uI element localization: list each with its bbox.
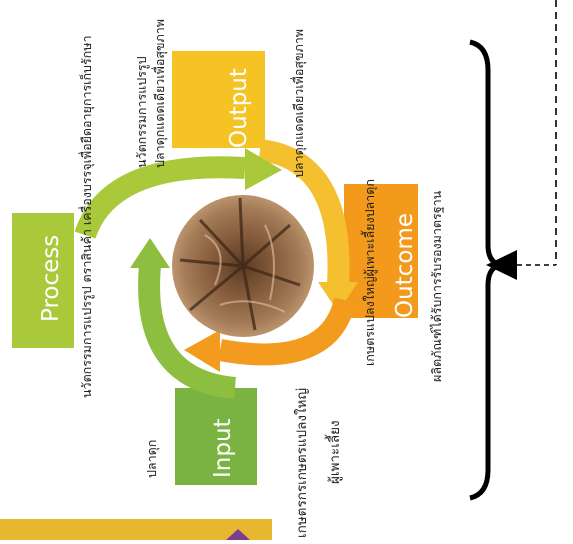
orange-arrowhead-icon: [184, 330, 220, 372]
band-shape: [0, 519, 272, 540]
brace-icon: [469, 39, 501, 501]
pointer-triangle-icon: [486, 250, 517, 280]
outcome-title: Outcome: [392, 213, 418, 318]
process-box: [12, 213, 74, 348]
input-box: [175, 388, 257, 485]
purple-triangle-icon: [226, 529, 250, 540]
output-title: Output: [226, 68, 252, 148]
green-arrow-body: [138, 264, 237, 399]
orange-arrow-body: [218, 297, 356, 366]
input-note-catfish: ปลาดุก: [144, 439, 159, 478]
input-note-farmers: เกษตรกรเกษตรแปลงใหญ่: [294, 388, 310, 538]
outcome-note-group: เกษตรแปลงใหญ่ผู้เพาะเลี้ยงปลาดุก: [362, 179, 377, 366]
outcome-note-standard: ผลิตภัณฑ์ได้รับการรับรองมาตรฐาน: [429, 190, 444, 382]
green-arrowhead-icon: [130, 238, 170, 268]
output-note-innovation: นวัตกรรมการแปรรูป: [134, 56, 149, 168]
output-box: [172, 51, 265, 148]
input-note-breeders: ผู้เพาะเลี้ยง: [327, 420, 343, 484]
olive-arrowhead-icon: [245, 148, 282, 190]
output-box-note: ปลาดุกแดดเดียวเพื่อสุขภาพ: [291, 28, 306, 178]
yellow-arrow-body: [258, 139, 350, 286]
yellow-arrowhead-icon: [318, 282, 358, 312]
input-title: Input: [210, 418, 236, 478]
outcome-box: [344, 184, 418, 318]
process-title: Process: [38, 234, 64, 322]
olive-arrow-body: [74, 156, 246, 239]
fish-photo-details: [179, 197, 301, 331]
process-note: นวัตกรรมการแปรรูป ตราสินค้า เครื่องบรรจุ…: [79, 35, 94, 399]
output-note-product: ปลาดุกแดดเดียวเพื่อสุขภาพ: [152, 18, 167, 168]
